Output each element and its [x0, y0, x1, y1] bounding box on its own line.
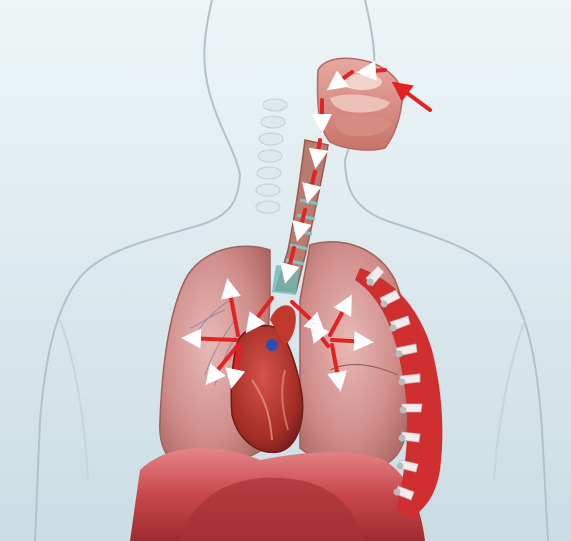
diaphragm	[130, 448, 425, 541]
arrow-right-out	[332, 340, 370, 342]
arrow-nasal-1	[360, 70, 385, 72]
right-lung	[300, 242, 410, 468]
arrow-left-out	[185, 338, 236, 340]
vena-cava	[266, 339, 278, 351]
